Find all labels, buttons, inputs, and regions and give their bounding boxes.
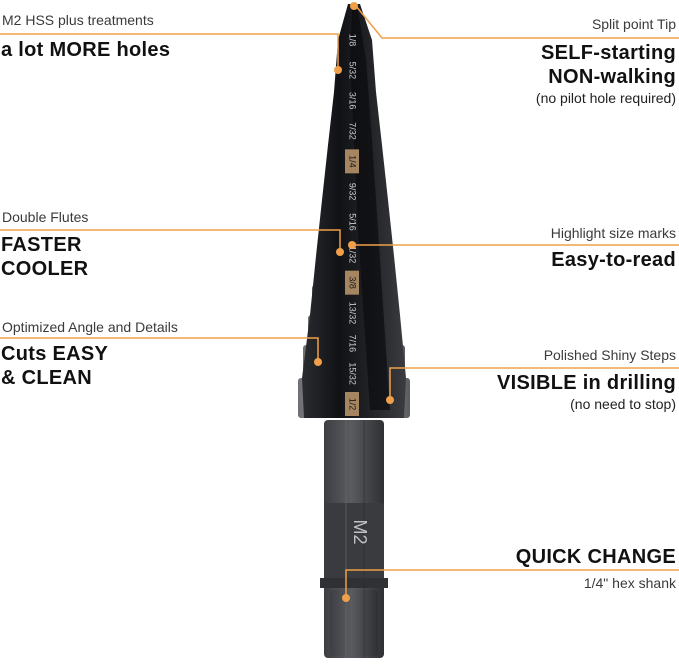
hex-shank — [320, 420, 388, 658]
size-mark: 3/8 — [348, 276, 358, 289]
callout-line-m2 — [0, 33, 339, 68]
size-mark: 5/32 — [348, 62, 358, 80]
size-mark: 3/16 — [348, 92, 358, 110]
polished-steps-note: (no need to stop) — [570, 396, 676, 412]
callout-line-quick-change — [345, 569, 679, 596]
size-mark: 9/32 — [348, 183, 358, 201]
split-tip-line2: NON-walking — [548, 66, 676, 88]
quick-change-small: 1/4" hex shank — [583, 575, 676, 591]
size-mark-highlight — [345, 270, 359, 295]
double-flutes-small: Double Flutes — [2, 209, 89, 225]
shank-m2-label: M2 — [350, 519, 370, 544]
polished-steps-big: VISIBLE in drilling — [496, 372, 676, 394]
callout-dot-optimized — [314, 358, 322, 366]
optimized-angle-line1: Cuts EASY — [1, 343, 109, 365]
quick-change-big: QUICK CHANGE — [515, 546, 676, 568]
callout-dot-m2 — [334, 66, 342, 74]
size-mark: 15/32 — [348, 362, 358, 385]
optimized-angle-line2: & CLEAN — [1, 367, 92, 389]
split-tip-small: Split point Tip — [591, 16, 676, 32]
callout-dot-double-flutes — [336, 248, 344, 256]
size-mark: 1/4 — [348, 155, 358, 168]
size-mark: 11/32 — [348, 241, 358, 263]
size-mark: 7/16 — [348, 335, 358, 353]
size-mark-highlight — [345, 149, 359, 174]
callout-dot-highlight — [348, 241, 356, 249]
size-mark: 1/2 — [348, 398, 358, 411]
double-flutes-line1: FASTER — [1, 234, 82, 256]
size-mark-highlight — [345, 392, 359, 416]
split-tip-line1: SELF-starting — [540, 42, 676, 64]
callout-lines — [0, 5, 679, 596]
size-marks: 1/8 5/32 3/16 7/32 1/4 9/32 5/16 11/32 3/8 13/32 7… — [345, 34, 359, 416]
m2-callout-small: M2 HSS plus treatments — [2, 12, 154, 28]
callout-dot-quick-change — [342, 594, 350, 602]
stepped-cone-body — [298, 4, 410, 418]
callout-dots — [314, 2, 394, 602]
size-mark: 13/32 — [348, 302, 358, 325]
callout-line-polished — [389, 367, 679, 398]
polished-steps-small: Polished Shiny Steps — [543, 347, 676, 363]
m2-callout-big: a lot MORE holes — [1, 39, 171, 61]
highlight-marks-small: Highlight size marks — [550, 225, 676, 241]
size-mark: 5/16 — [348, 213, 358, 231]
double-flutes-line2: COOLER — [1, 258, 89, 280]
highlight-marks-big: Easy-to-read — [551, 249, 676, 271]
callout-line-optimized — [0, 337, 319, 360]
callout-line-split-tip — [355, 5, 679, 39]
split-tip-note: (no pilot hole required) — [535, 90, 676, 106]
optimized-angle-small: Optimized Angle and Details — [2, 319, 178, 335]
size-mark: 7/32 — [348, 122, 358, 140]
callout-line-double-flutes — [0, 229, 341, 250]
callout-dot-split-tip — [350, 2, 358, 10]
size-mark: 1/8 — [348, 34, 358, 47]
callout-dot-polished — [386, 396, 394, 404]
